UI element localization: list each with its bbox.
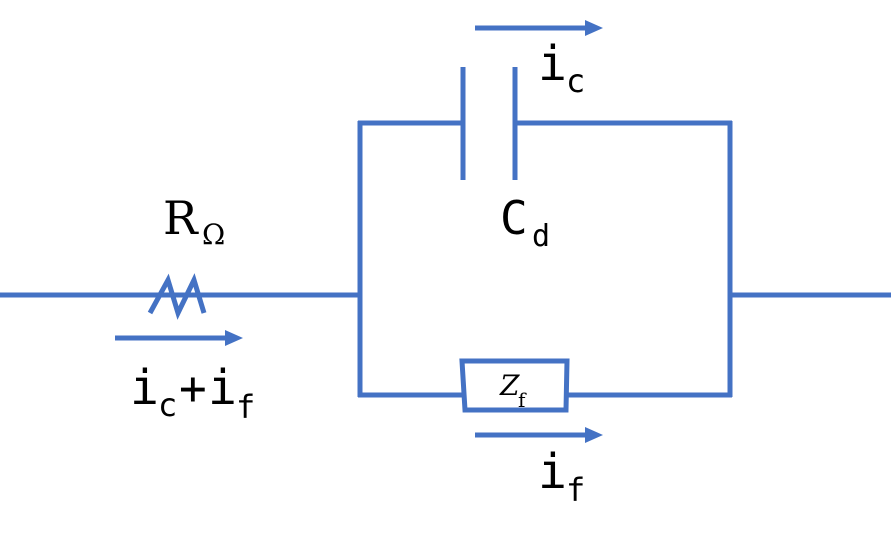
resistor-symbol — [147, 273, 207, 320]
far-current-arrow-head — [585, 427, 603, 443]
total-current-label-sub1: c — [158, 386, 177, 424]
far-current-label-subscript: f — [566, 471, 585, 509]
impedance-label: Z — [499, 369, 520, 402]
impedance-label-subscript: f — [518, 388, 527, 412]
total-current-label-sub2: f — [236, 388, 255, 426]
far-current-label: i — [538, 444, 567, 500]
total-current-label-i2: i — [208, 360, 237, 416]
cap-current-arrow-head — [585, 20, 603, 36]
total-current-label-plus: + — [179, 361, 207, 415]
cap-current-label: i — [538, 36, 567, 92]
total-current-arrow-head — [225, 330, 243, 346]
capacitor-label-subscript: d — [532, 219, 550, 254]
cap-current-label-subscript: c — [566, 62, 585, 100]
resistor-label: R — [163, 191, 199, 245]
total-current-label-i1: i — [130, 360, 159, 416]
impedance-box — [459, 358, 570, 413]
resistor-label-subscript: Ω — [202, 218, 225, 251]
capacitor-label: C — [500, 191, 528, 245]
